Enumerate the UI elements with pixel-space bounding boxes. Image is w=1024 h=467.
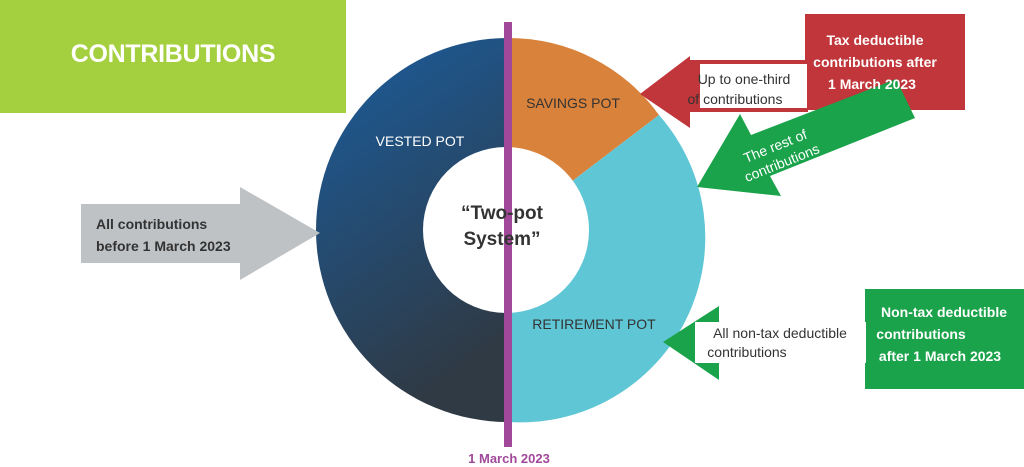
vested-pot-segment (316, 38, 508, 422)
retirement-pot-segment (508, 115, 706, 423)
retirement-pot-label: RETIREMENT POT (532, 316, 656, 332)
non-tax-arrow-text-2: contributions (707, 344, 786, 360)
before-arrow-text-1: All contributions (96, 216, 207, 232)
page-title: CONTRIBUTIONS (70, 39, 276, 68)
rest-arrow-shape (697, 79, 915, 196)
tax-box-text-2: contributions after (813, 54, 937, 70)
before-arrow-shape (81, 187, 320, 280)
tax-arrow-text-1: Up to one-third (698, 71, 791, 87)
tax-box-text-3: 1 March 2023 (828, 76, 916, 92)
savings-pot-label: SAVINGS POT (526, 95, 620, 111)
date-divider-line (504, 22, 512, 447)
tax-box-text-1: Tax deductible (827, 32, 924, 48)
vested-pot-label: VESTED POT (376, 133, 465, 149)
divider-date-label: 1 March 2023 (468, 451, 550, 466)
non-tax-arrow-text-1: All non-tax deductible (713, 325, 847, 341)
non-tax-box-text-1: Non-tax deductible (881, 304, 1007, 320)
center-label-line-1: “Two-pot (461, 203, 544, 224)
before-arrow-text-2: before 1 March 2023 (96, 238, 231, 254)
non-tax-box-text-3: after 1 March 2023 (879, 348, 1001, 364)
non-tax-arrow-label-bg (695, 322, 866, 363)
tax-arrow-label-bg (700, 64, 807, 108)
center-label-line-2: System” (463, 229, 540, 250)
tax-arrow-text-2: of contributions (688, 91, 783, 107)
non-tax-box-text-2: contributions (876, 326, 966, 342)
non-tax-deductible-box (865, 289, 1024, 389)
title-banner: CONTRIBUTIONS (0, 0, 346, 113)
